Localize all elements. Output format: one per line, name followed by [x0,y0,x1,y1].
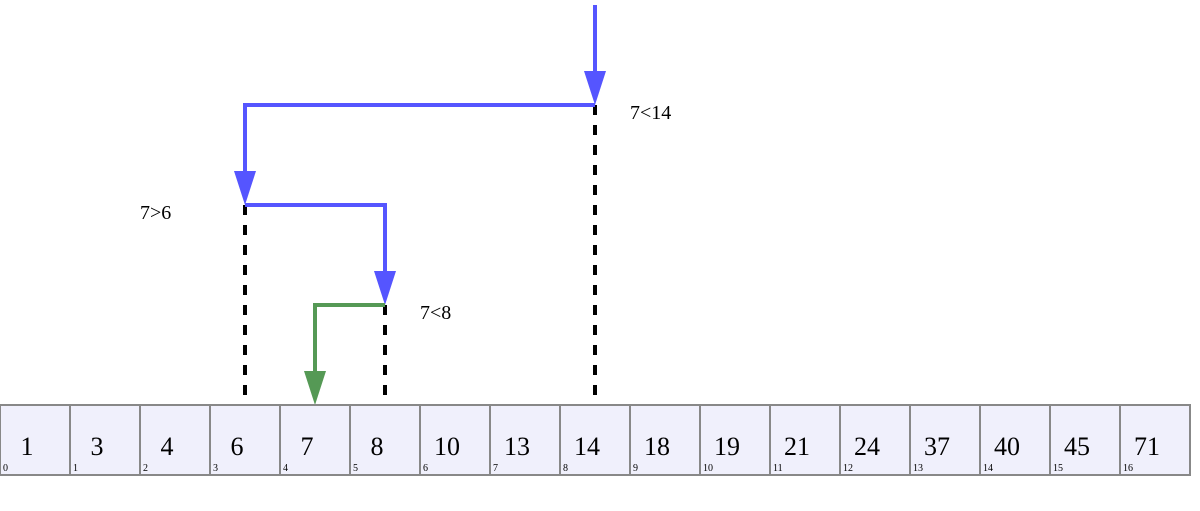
cell-value: 45 [1064,432,1090,461]
probe-guides [243,105,597,395]
cell-value: 4 [161,432,174,461]
cell-value: 71 [1134,432,1160,461]
cell-index: 13 [913,463,923,474]
branch-line [313,303,385,385]
cell-index: 3 [213,463,218,474]
cell-value: 40 [994,432,1020,461]
cell-index: 11 [773,463,783,474]
arrow-head [584,71,606,105]
cell-box [279,404,351,476]
cell-box [979,404,1051,476]
cell-value: 6 [231,432,244,461]
cell-box [419,404,491,476]
array-cell: 31 [69,404,141,476]
cell-value: 14 [574,432,600,461]
cell-index: 10 [703,463,713,474]
cell-box [349,404,421,476]
cell-index: 1 [73,463,78,474]
branch-line [245,203,387,285]
array-cell: 63 [209,404,281,476]
cell-index: 14 [983,463,993,474]
cell-index: 15 [1053,463,1063,474]
cell-value: 18 [644,432,670,461]
array-cell: 14 8 [559,404,631,476]
cell-value: 19 [714,432,740,461]
cell-index: 6 [423,463,428,474]
cell-box [629,404,701,476]
cell-box [559,404,631,476]
sorted-array: 1031426374851061371481891910211124123713… [0,404,1191,476]
array-cell: 74 [279,404,351,476]
comparison-label: 7<8 [420,302,451,324]
cell-box [1119,404,1191,476]
arrow-head [374,271,396,305]
cell-box [0,404,71,476]
cell-index: 8 [563,463,568,474]
cell-index: 0 [3,463,8,474]
comparison-label: 7>6 [140,202,171,224]
arrow-head [234,171,256,205]
cell-box [839,404,911,476]
cell-value: 13 [504,432,530,461]
array-cell: 18 9 [629,404,701,476]
cell-index: 12 [843,463,853,474]
comparison-labels: 7<14 7>6 7<8 [140,102,671,324]
cell-index: 4 [283,463,288,474]
cell-box [139,404,211,476]
cell-value: 3 [91,432,104,461]
cell-box [769,404,841,476]
array-cell: 42 [139,404,211,476]
cell-value: 1 [21,432,34,461]
array-cell: 13 7 [489,404,561,476]
search-paths [234,5,606,405]
cell-index: 5 [353,463,358,474]
branch-line [243,103,595,185]
cell-value: 8 [371,432,384,461]
arrow-head [304,371,326,405]
cell-box [69,404,141,476]
cell-index: 2 [143,463,148,474]
array-cell: 10 6 [419,404,491,476]
cell-value: 37 [924,432,950,461]
cell-box [209,404,281,476]
cell-value: 21 [784,432,810,461]
cell-value: 24 [854,432,880,461]
cell-index: 9 [633,463,638,474]
cell-index: 7 [493,463,498,474]
cell-value: 10 [434,432,460,461]
cell-value: 7 [301,432,314,461]
array-cell: 10 [0,404,71,476]
array-cell: 85 [349,404,421,476]
cell-box [909,404,981,476]
comparison-label: 7<14 [630,102,671,124]
cell-index: 16 [1123,463,1133,474]
